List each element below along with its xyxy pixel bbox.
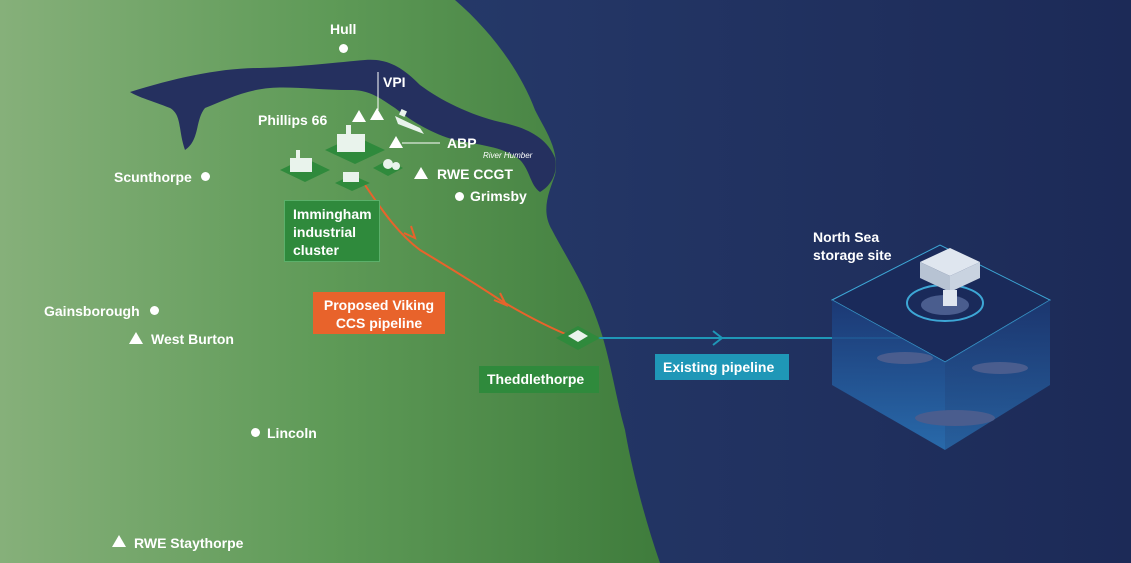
dot-marker-icon bbox=[150, 306, 159, 315]
theddlethorpe-label: Theddlethorpe bbox=[479, 366, 599, 393]
label-scunthorpe: Scunthorpe bbox=[114, 169, 192, 185]
terminal-icon bbox=[556, 326, 600, 350]
cluster-line2: industrial bbox=[293, 224, 357, 240]
triangle-marker-icon bbox=[129, 332, 143, 344]
triangle-marker-icon bbox=[352, 110, 366, 122]
viking-pipeline-label: Proposed Viking CCS pipeline bbox=[313, 292, 445, 334]
cluster-line3: cluster bbox=[293, 242, 339, 258]
cluster-line1: Immingham bbox=[293, 206, 372, 222]
triangle-marker-icon bbox=[370, 108, 384, 120]
label-lincoln: Lincoln bbox=[267, 425, 317, 441]
dot-marker-icon bbox=[339, 44, 348, 53]
industrial-plant-icon bbox=[280, 125, 403, 191]
label-grimsby: Grimsby bbox=[470, 188, 527, 204]
label-rwe-ccgt: RWE CCGT bbox=[437, 166, 513, 182]
storage-line2: storage site bbox=[813, 247, 892, 263]
label-vpi: VPI bbox=[383, 74, 406, 90]
label-rwe-staythorpe: RWE Staythorpe bbox=[134, 535, 244, 551]
cluster-box: Immingham industrial cluster bbox=[284, 200, 380, 262]
dot-marker-icon bbox=[251, 428, 260, 437]
dot-marker-icon bbox=[455, 192, 464, 201]
existing-arrow-icon bbox=[712, 330, 724, 346]
viking-arrow-icon bbox=[403, 225, 417, 240]
viking-line2: CCS pipeline bbox=[335, 315, 423, 331]
label-phillips66: Phillips 66 bbox=[258, 112, 328, 128]
triangle-marker-icon bbox=[414, 167, 428, 179]
label-river-humber: River Humber bbox=[483, 151, 533, 160]
label-gainsborough: Gainsborough bbox=[44, 303, 140, 319]
storage-line1: North Sea bbox=[813, 229, 880, 245]
viking-line1: Proposed Viking bbox=[323, 297, 435, 313]
storage-label: North Sea storage site bbox=[813, 228, 892, 264]
triangle-marker-icon bbox=[112, 535, 126, 547]
viking-pipeline bbox=[364, 184, 576, 339]
viking-arrow-icon bbox=[493, 292, 509, 307]
label-west-burton: West Burton bbox=[151, 331, 234, 347]
platform-icon bbox=[920, 248, 980, 306]
river-humber bbox=[130, 59, 556, 193]
dot-marker-icon bbox=[201, 172, 210, 181]
label-hull: Hull bbox=[330, 21, 357, 37]
ship-icon bbox=[395, 109, 424, 134]
existing-pipeline-label: Existing pipeline bbox=[655, 354, 789, 380]
label-abp: ABP bbox=[447, 135, 477, 151]
triangle-marker-icon bbox=[389, 136, 403, 148]
